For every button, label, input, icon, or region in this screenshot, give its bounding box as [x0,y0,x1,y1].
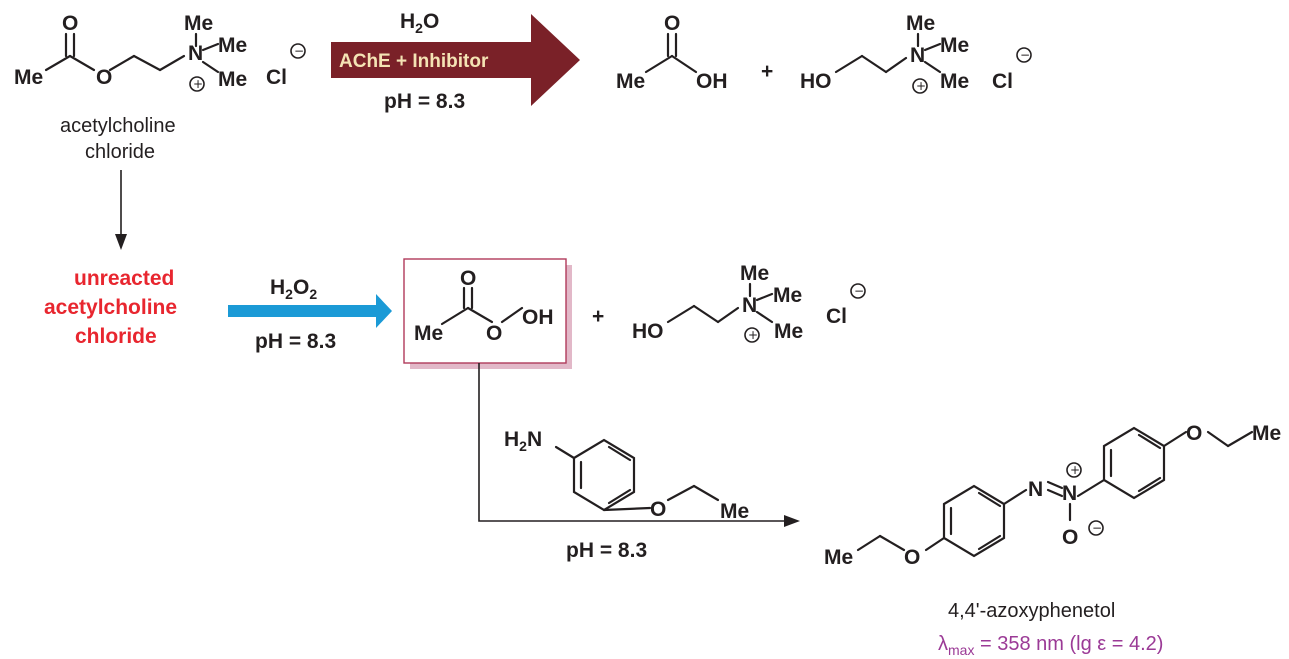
plus-sign: + [592,305,604,328]
enzyme-label: AChE + Inhibitor [339,51,489,72]
negative-charge-sign: − [1020,48,1030,62]
acetylcholine-name-line2: chloride [85,141,155,163]
methyl-label: Me [414,322,443,345]
negative-charge-icon [850,283,866,299]
choline-chloride-structure: HO N Me Me Me + Cl − [632,262,866,343]
ether-oxygen-label: O [1186,422,1202,445]
negative-charge-icon [290,43,306,59]
ph-condition-2: pH = 8.3 [255,330,336,353]
acetic-acid-structure: Me O OH [616,12,728,93]
ether-oxygen-label: O [650,498,666,521]
methyl-label: Me [740,262,769,285]
positive-charge-icon [189,76,205,92]
positive-charge-icon [744,327,760,343]
ph-condition-1: pH = 8.3 [384,90,465,113]
methyl-label: Me [720,500,749,523]
chloride-label: Cl [826,305,847,328]
chloride-label: Cl [266,66,287,89]
carbonyl-oxygen-label: O [664,12,680,35]
positive-charge-sign: + [916,79,926,93]
peroxy-oxygen-label: O [486,322,502,345]
positive-charge-sign: + [748,328,758,342]
chloride-label: Cl [992,70,1013,93]
methyl-label: Me [773,284,802,307]
plus-sign: + [761,60,773,83]
negative-charge-sign: − [294,44,304,58]
carbonyl-oxygen-label: O [62,12,78,35]
nitrogen-label: N [188,42,203,65]
hydroxyl-label: OH [522,306,554,329]
unreacted-label-line3: chloride [75,325,157,348]
absorbance-label: λmax = 358 nm (lg ε = 4.2) [938,633,1163,658]
hydroxyl-label: HO [632,320,664,343]
carbonyl-oxygen-label: O [460,267,476,290]
methyl-label: Me [218,34,247,57]
ester-oxygen-label: O [96,66,112,89]
hydroxyl-label: HO [800,70,832,93]
perhydrolysis-arrow [228,294,392,328]
acetylcholine-chloride-structure: Me O O N Me Me Me + Cl − [14,12,306,92]
water-reagent-label: H2O [400,10,439,36]
azoxy-nitrogen-label: N [1062,482,1077,505]
oxide-oxygen-label: O [1062,526,1078,549]
peracetic-acid-structure: Me O O OH [414,267,554,345]
peracetic-acid-highlight-box [403,258,572,369]
methyl-label: Me [906,12,935,35]
methyl-label: Me [774,320,803,343]
choline-chloride-structure: HO N Me Me Me + Cl − [800,12,1032,94]
methyl-label: Me [14,66,43,89]
down-arrow [115,170,127,250]
amine-label: H2N [504,428,542,454]
positive-charge-sign: + [193,77,203,91]
positive-charge-sign: + [1070,463,1080,477]
methyl-label: Me [616,70,645,93]
nitrogen-label: N [910,44,925,67]
methyl-label: Me [184,12,213,35]
unreacted-label-line1: unreacted [74,267,174,290]
product-name: 4,4'-azoxyphenetol [948,600,1115,622]
acetylcholine-name-line1: acetylcholine [60,115,176,137]
unreacted-label-line2: acetylcholine [44,296,177,319]
methyl-label: Me [940,34,969,57]
p-phenetidine-structure: H2N O Me [504,428,749,523]
hydroxyl-label: OH [696,70,728,93]
negative-charge-sign: − [1092,521,1102,535]
negative-charge-sign: − [854,284,864,298]
methyl-label: Me [940,70,969,93]
negative-charge-icon [1088,520,1104,536]
negative-charge-icon [1016,47,1032,63]
hydrolysis-arrow [331,14,580,106]
positive-charge-icon [912,78,928,94]
hydrogen-peroxide-label: H2O2 [270,276,317,302]
methyl-label: Me [218,68,247,91]
ether-oxygen-label: O [904,546,920,569]
ph-condition-3: pH = 8.3 [566,539,647,562]
methyl-label: Me [824,546,853,569]
positive-charge-icon [1066,462,1082,478]
azo-nitrogen-label: N [1028,478,1043,501]
oxidation-arrow [478,363,800,527]
azoxyphenetol-structure: N N + O − O Me O Me [824,422,1281,569]
nitrogen-label: N [742,294,757,317]
methyl-label: Me [1252,422,1281,445]
